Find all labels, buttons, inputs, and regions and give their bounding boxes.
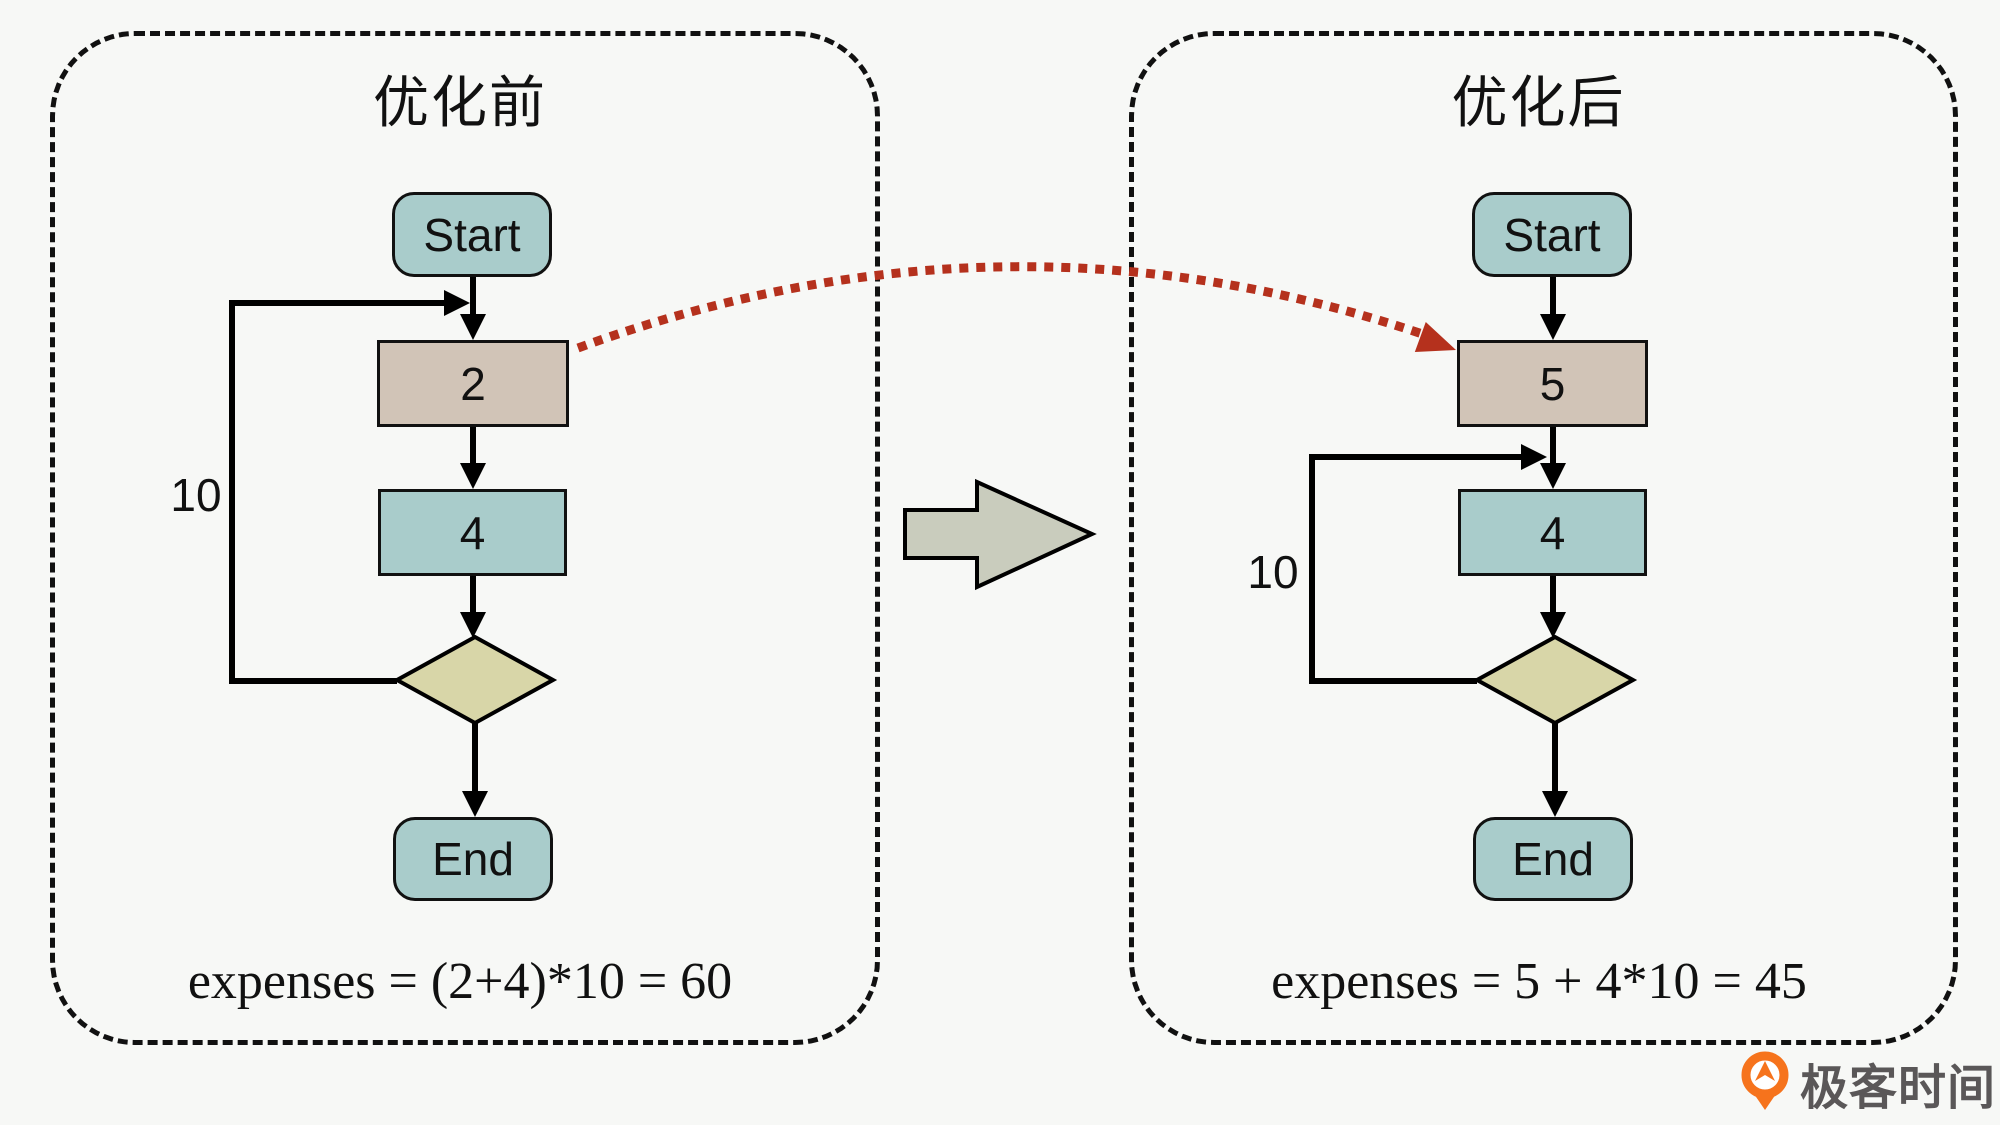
panel-after-title: 优化后 — [1451, 71, 1626, 134]
arrowhead-into-end-before — [462, 791, 488, 817]
node-body-after: 4 — [1458, 489, 1647, 576]
arrowhead-into-body-before — [460, 463, 486, 489]
red-dotted-mapping-arrow — [576, 262, 1439, 353]
arrowhead-into-cost-before — [460, 314, 486, 340]
transform-block-arrow-icon — [903, 478, 1097, 591]
decision-diamond-before — [392, 634, 558, 726]
panel-before-optimization — [50, 31, 880, 1045]
arrowhead-into-end-after — [1542, 791, 1568, 817]
loop-count-label-after: 10 — [1247, 546, 1299, 598]
node-end-before: End — [393, 817, 553, 901]
geektime-icon — [1741, 1051, 1789, 1110]
panel-before-title: 优化前 — [373, 71, 547, 134]
decision-diamond-after — [1472, 634, 1638, 726]
loop-back-edge-before — [229, 300, 444, 684]
loop-arrowhead-after — [1521, 444, 1547, 470]
geektime-logo-text: 极客时间 — [1800, 1062, 1997, 1115]
expenses-formula-after: expenses = 5 + 4*10 = 45 — [1271, 953, 1807, 1010]
panel-after-optimization — [1129, 31, 1958, 1045]
node-start-after: Start — [1472, 192, 1632, 277]
arrowhead-into-body-after — [1540, 463, 1566, 489]
loop-count-label-before: 10 — [170, 469, 222, 521]
node-cost-after: 5 — [1457, 340, 1648, 427]
expenses-formula-before: expenses = (2+4)*10 = 60 — [187, 953, 733, 1010]
geektime-logo: 极客时间 — [1740, 1048, 1996, 1118]
arrowhead-into-diamond-after — [1540, 612, 1566, 638]
loop-back-edge-after — [1309, 454, 1521, 684]
arrowhead-into-cost-after — [1540, 314, 1566, 340]
arrowhead-into-diamond-before — [460, 612, 486, 638]
node-cost-before: 2 — [377, 340, 569, 427]
node-body-before: 4 — [378, 489, 567, 576]
node-start-before: Start — [392, 192, 552, 277]
red-arrowhead-icon — [1414, 321, 1456, 353]
loop-arrowhead-before — [444, 290, 470, 316]
node-end-after: End — [1473, 817, 1633, 901]
